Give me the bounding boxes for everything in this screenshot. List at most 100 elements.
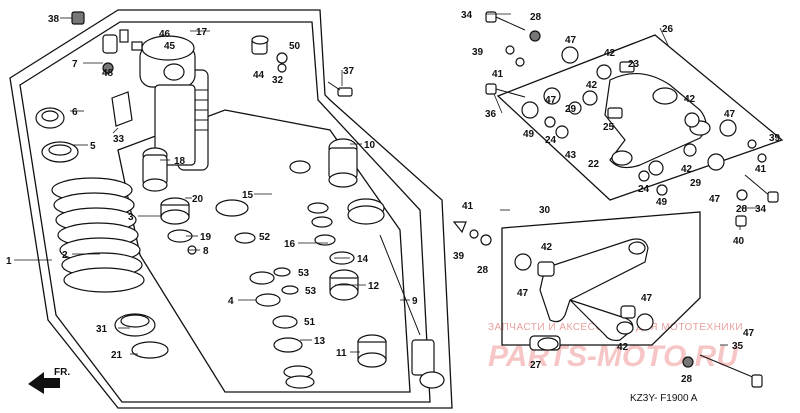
callout-33: 33 <box>113 134 125 145</box>
callout-17: 17 <box>196 27 208 38</box>
callout-41c: 41 <box>462 201 474 212</box>
callout-27: 27 <box>530 360 542 371</box>
callout-25: 25 <box>603 122 615 133</box>
spring-adjuster-nut <box>35 107 65 129</box>
callout-42c: 42 <box>684 94 696 105</box>
callout-28d: 28 <box>681 374 693 385</box>
nut-28 <box>529 30 748 201</box>
callout-29b: 29 <box>690 178 702 189</box>
connecting-rod <box>539 238 649 342</box>
callout-42b: 42 <box>586 80 598 91</box>
callout-15: 15 <box>242 190 254 201</box>
callout-21: 21 <box>111 350 123 361</box>
seal-47-rod <box>514 253 654 331</box>
callout-43: 43 <box>565 150 577 161</box>
front-arrow-label: FR. <box>54 367 70 378</box>
callout-18: 18 <box>174 156 186 167</box>
bump-rubber <box>142 147 168 192</box>
callout-16: 16 <box>284 239 296 250</box>
callout-45: 45 <box>164 41 176 52</box>
callout-30: 30 <box>539 205 551 216</box>
callout-26: 26 <box>662 24 674 35</box>
callout-6: 6 <box>72 107 78 118</box>
callout-35: 35 <box>732 341 744 352</box>
callout-28c: 28 <box>477 265 489 276</box>
callout-10: 10 <box>364 140 376 151</box>
callout-34a: 34 <box>461 10 473 21</box>
seal-52 <box>234 232 256 244</box>
label-plate <box>111 91 133 127</box>
washer-53 <box>273 267 299 295</box>
callout-28a: 28 <box>530 12 542 23</box>
spring-guide <box>114 313 156 337</box>
callout-42a: 42 <box>604 48 616 59</box>
callout-4: 4 <box>228 296 234 307</box>
nut-28-rod <box>682 356 694 368</box>
callout-12: 12 <box>368 281 380 292</box>
valve-4 <box>249 271 281 307</box>
callout-42f: 42 <box>617 342 629 353</box>
callout-39b: 39 <box>769 133 781 144</box>
callout-51: 51 <box>304 317 316 328</box>
rod-seal-22 <box>347 198 385 225</box>
callout-47g: 47 <box>743 328 755 339</box>
callout-8: 8 <box>203 246 209 257</box>
callout-50: 50 <box>289 41 301 52</box>
bolt-27 <box>529 335 561 351</box>
callout-53b: 53 <box>305 286 317 297</box>
fastener-39-41-28 <box>452 221 492 246</box>
connecting-rod-frame <box>501 211 701 346</box>
callout-46: 46 <box>159 29 171 40</box>
damper-spring <box>283 365 315 389</box>
bushing-11 <box>357 334 387 368</box>
callout-52: 52 <box>259 232 271 243</box>
callout-13: 13 <box>314 336 326 347</box>
seal-29-43 <box>555 101 697 157</box>
callout-24b: 24 <box>638 184 650 195</box>
collar-50 <box>276 52 288 73</box>
callout-47a: 47 <box>565 35 577 46</box>
callout-53a: 53 <box>298 268 310 279</box>
callout-39c: 39 <box>453 251 465 262</box>
damper-frame <box>117 109 411 393</box>
callout-41a: 41 <box>492 69 504 80</box>
callout-1: 1 <box>6 256 12 267</box>
callout-47f: 47 <box>641 293 653 304</box>
callout-5: 5 <box>90 141 96 152</box>
callout-31: 31 <box>96 324 108 335</box>
front-arrow-icon <box>28 372 60 394</box>
callout-47e: 47 <box>517 288 529 299</box>
callout-7: 7 <box>72 59 78 70</box>
callout-42d: 42 <box>681 164 693 175</box>
bolt-34-top <box>485 11 526 31</box>
seal-47-right <box>707 119 737 171</box>
bolt-35 <box>699 354 763 388</box>
callout-32: 32 <box>272 75 284 86</box>
snap-ring-15 <box>215 160 311 217</box>
washer-51 <box>272 315 298 329</box>
nut-40 <box>735 215 747 227</box>
bearing-42 <box>582 64 700 176</box>
valve-stack-16 <box>307 202 336 246</box>
shock-spring <box>51 177 145 293</box>
callout-36: 36 <box>485 109 497 120</box>
callout-40: 40 <box>733 236 745 247</box>
damper-cap <box>160 197 190 225</box>
callout-47b: 47 <box>545 95 557 106</box>
callout-22: 22 <box>588 159 600 170</box>
callout-19: 19 <box>200 232 212 243</box>
callout-14: 14 <box>357 254 369 265</box>
callout-2: 2 <box>62 250 68 261</box>
callout-29a: 29 <box>565 104 577 115</box>
callout-24a: 24 <box>545 135 557 146</box>
cap-38 <box>71 11 85 25</box>
callout-9: 9 <box>412 296 418 307</box>
callouts: 38 1 2 3 4 5 6 7 8 9 10 11 12 13 14 15 1… <box>6 10 781 385</box>
shock-body <box>139 35 209 171</box>
ring-13 <box>273 337 303 353</box>
top-bushing <box>251 35 269 55</box>
callout-48: 48 <box>102 68 114 79</box>
callout-42e: 42 <box>541 242 553 253</box>
shock-subassembly-frame <box>19 21 431 403</box>
callout-20: 20 <box>192 194 204 205</box>
